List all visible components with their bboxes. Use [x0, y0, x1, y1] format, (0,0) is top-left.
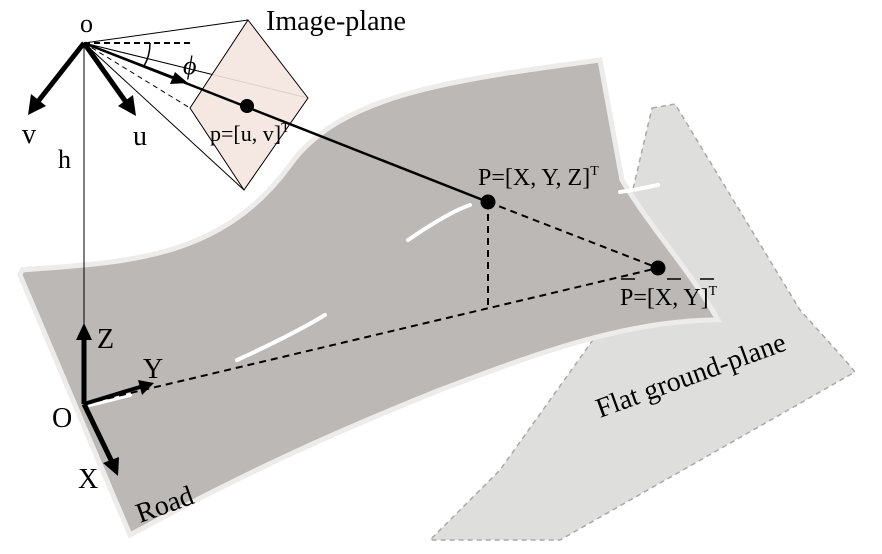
- axis-Y-arrowhead: [138, 380, 154, 395]
- pixel-point-label: p=[u, v]T: [210, 121, 290, 146]
- camera-origin-label: o: [80, 9, 93, 38]
- angle-arc: [143, 42, 151, 67]
- axis-X-arrowhead: [103, 457, 119, 476]
- lane-markings: [88, 183, 660, 407]
- projection-ray: [83, 41, 489, 204]
- axis-u-arrowhead: [118, 95, 136, 116]
- ground-point-marker: [650, 260, 666, 276]
- lane-mark-3: [406, 203, 472, 242]
- axis-v-line: [34, 41, 86, 106]
- angle-label: ϕ: [183, 51, 196, 80]
- image-plane-label: Image-plane: [266, 6, 406, 37]
- road-surface: [17, 57, 723, 539]
- pixel-point-marker: [240, 99, 254, 113]
- world-point-marker: [480, 194, 496, 210]
- axis-Y-line: [83, 385, 141, 406]
- axis-X-label: X: [78, 464, 98, 495]
- lane-mark-2: [235, 313, 327, 362]
- axis-u-label: u: [133, 121, 147, 152]
- axis-Z-arrowhead: [76, 323, 92, 340]
- axis-v-label: v: [22, 119, 36, 150]
- lane-mark-4: [618, 183, 660, 194]
- axis-u-line: [81, 41, 131, 107]
- construction-lines: [83, 201, 659, 405]
- camera-axes: [28, 41, 136, 116]
- axis-Y-label: Y: [143, 354, 163, 385]
- world-axes: [76, 323, 154, 476]
- axis-Z-label: Z: [97, 324, 114, 355]
- ground-point-label: P=[X, Y]T: [620, 284, 718, 311]
- world-origin-label: O: [52, 403, 72, 434]
- ray-extension: [487, 201, 659, 269]
- lane-mark-1: [88, 393, 132, 407]
- ground-line: [83, 267, 659, 405]
- world-point-label: P=[X, Y, Z]T: [478, 164, 599, 191]
- axis-v-arrowhead: [28, 94, 46, 115]
- axis-X-line: [81, 402, 115, 464]
- height-label: h: [58, 145, 71, 174]
